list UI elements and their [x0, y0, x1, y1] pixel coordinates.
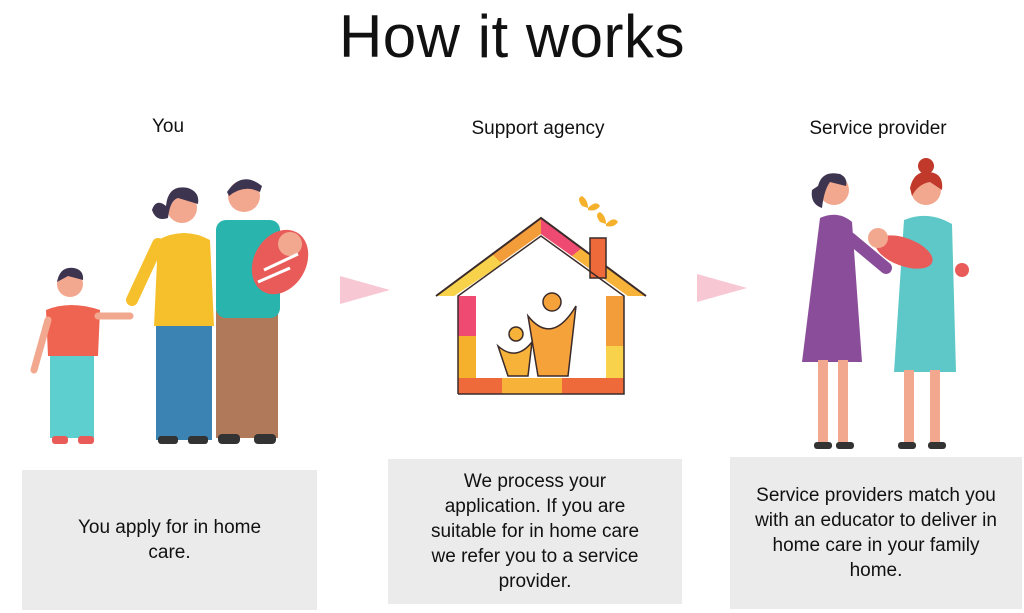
step-card-service-provider: Service providers match you with an educ… — [730, 457, 1022, 609]
child-figure — [30, 267, 134, 444]
caregivers-with-baby-illustration — [802, 158, 969, 449]
step-description-you: You apply for in home care. — [77, 517, 262, 563]
step-description-support-agency: We process your application. If you are … — [430, 471, 640, 592]
baby-figure — [868, 228, 969, 277]
step-card-support-agency: We process your application. If you are … — [388, 459, 682, 604]
educator-figure — [802, 173, 892, 449]
step-label-you: You — [151, 116, 185, 137]
house-family-logo — [435, 196, 647, 395]
butterfly-icon — [579, 196, 618, 227]
flow-arrow-1 — [340, 276, 390, 304]
house-family-figures — [496, 292, 577, 377]
step-card-you: You apply for in home care. — [22, 470, 317, 610]
father-figure — [216, 179, 280, 444]
step-label-support-agency: Support agency — [471, 118, 605, 139]
baby-figure — [251, 229, 309, 295]
flow-arrow-2 — [697, 274, 747, 302]
step-description-service-provider: Service providers match you with an educ… — [755, 485, 997, 581]
parent-figure — [894, 158, 956, 449]
mother-figure — [126, 187, 214, 444]
step-label-service-provider: Service provider — [809, 118, 947, 139]
family-illustration — [30, 179, 309, 444]
page-title: How it works — [338, 3, 686, 70]
